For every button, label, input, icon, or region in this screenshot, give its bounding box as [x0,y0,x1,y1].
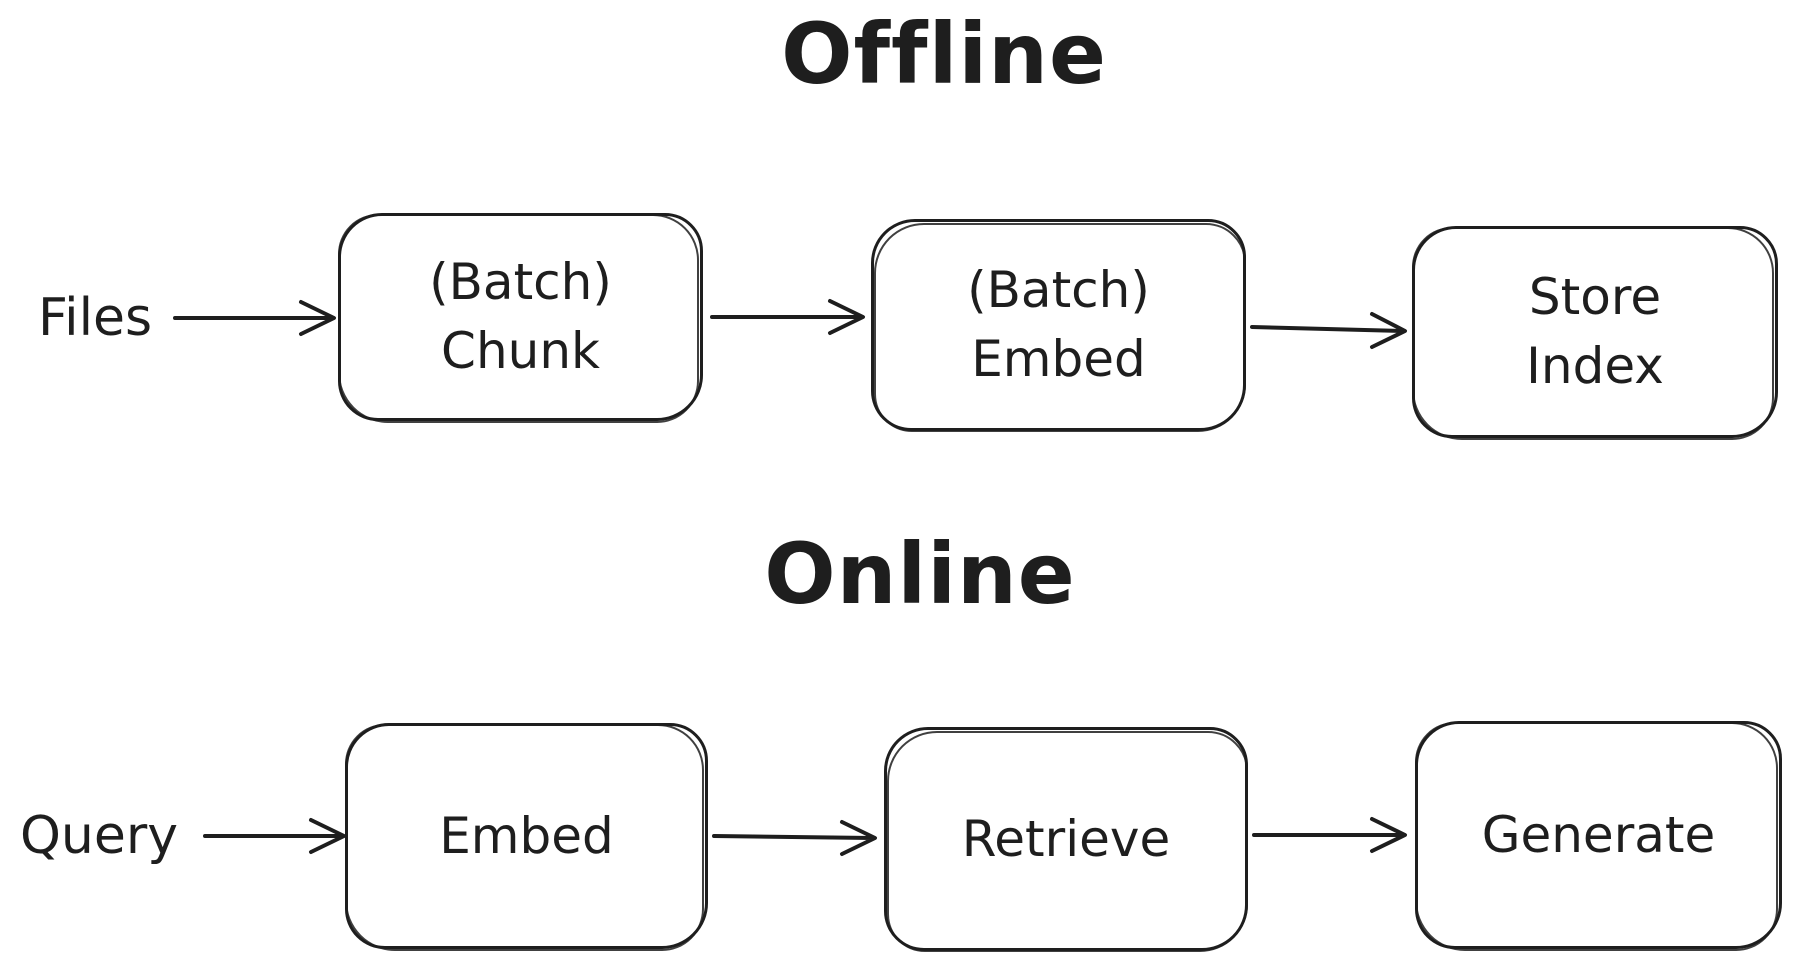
node-label-line: Retrieve [961,809,1171,868]
node-retrieve: Retrieve [884,727,1248,952]
node-label-line: Generate [1481,805,1716,864]
arrow-retrieve-to-generate [1252,817,1407,853]
node-label-line: (Batch) [429,253,612,311]
node-embed: Embed [345,723,708,951]
node-batch-chunk: (Batch) Chunk [338,213,703,423]
node-label-line: Embed [439,806,614,865]
node-label-line: Index [1526,337,1664,395]
node-label-line: Chunk [441,322,600,380]
node-store-index: Store Index [1412,226,1778,440]
arrow-embed-to-retrieve [712,820,877,856]
label-files: Files [38,288,153,348]
node-label-line: (Batch) [967,261,1150,319]
arrow-query-to-embed [203,818,346,854]
arrow-chunk-to-embed [710,299,865,335]
arrow-embed-to-store [1250,312,1407,349]
node-generate: Generate [1415,721,1782,951]
arrow-files-to-chunk [173,300,336,336]
title-offline: Offline [781,5,1107,103]
title-online: Online [764,525,1076,623]
node-label-line: Store [1528,268,1662,326]
node-batch-embed: (Batch) Embed [871,219,1246,432]
label-query: Query [20,806,179,866]
node-label-line: Embed [971,330,1146,388]
